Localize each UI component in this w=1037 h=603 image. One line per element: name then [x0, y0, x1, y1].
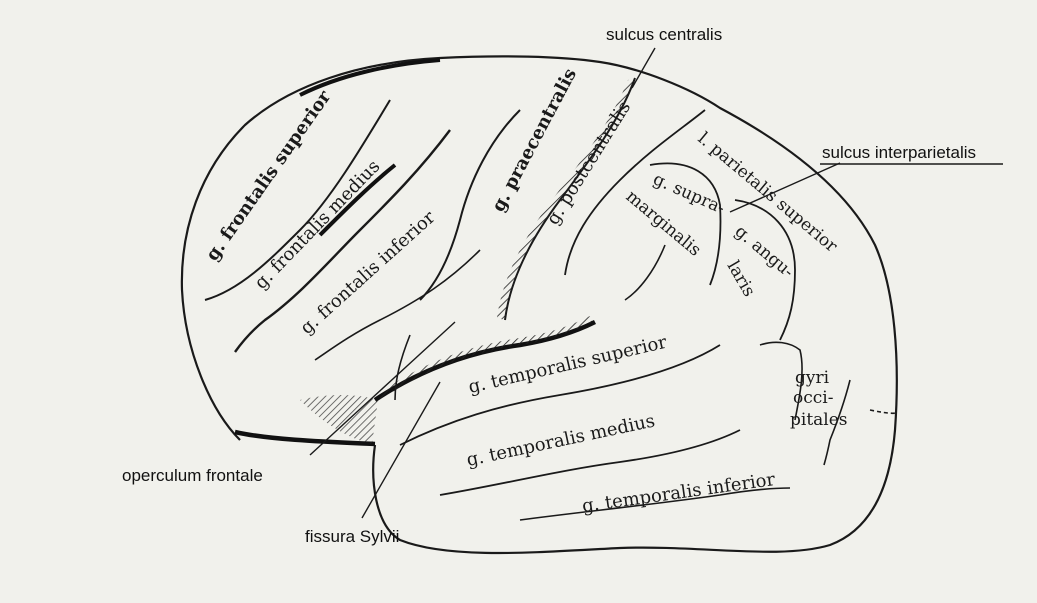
- label-occipitales-2: occi-: [793, 388, 833, 408]
- operculum-hatch-lower: [300, 395, 378, 444]
- label-occipitales-3: pitales: [790, 410, 848, 430]
- label-sulcus-interparietalis-group: sulcus interparietalis: [820, 143, 1003, 164]
- label-occipitales-1: gyri: [795, 368, 830, 388]
- label-temporalis-medius: g. temporalis medius: [465, 410, 657, 470]
- label-operculum-frontale: operculum frontale: [122, 466, 263, 485]
- label-sulcus-centralis: sulcus centralis: [606, 25, 722, 44]
- frontal-sulcus-small-2: [395, 335, 410, 400]
- supramarginal-sulcus: [625, 245, 665, 300]
- callout-line-sulcus-centralis: [632, 48, 655, 88]
- label-fissura-sylvii: fissura Sylvii: [305, 527, 399, 546]
- label-angularis-2: laris: [723, 258, 759, 301]
- callout-line-operculum: [310, 322, 455, 455]
- label-temporalis-inferior: g. temporalis inferior: [581, 469, 777, 517]
- label-temporalis-superior: g. temporalis superior: [466, 332, 669, 398]
- occipital-sulcus-3: [870, 410, 897, 413]
- label-sulcus-interparietalis: sulcus interparietalis: [822, 143, 976, 162]
